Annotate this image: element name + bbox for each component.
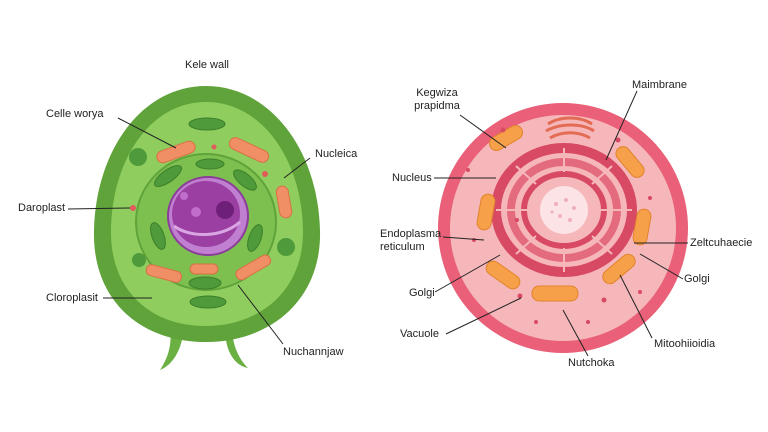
nucleolus: [216, 201, 234, 219]
chloroplast: [153, 165, 183, 187]
label-kegwiza: Kegwiza prapidma: [414, 87, 460, 112]
label-zelt: Zeltcuhaecie: [690, 237, 753, 249]
mitochondrion: [632, 208, 652, 246]
mitochondrion: [189, 263, 219, 275]
chloroplast: [189, 295, 227, 309]
animal-nucleus: [540, 186, 588, 234]
label-golgi-left: Golgi: [409, 287, 435, 299]
label-golgi-right: Golgi: [684, 273, 710, 285]
vesicle: [277, 238, 295, 256]
mitochondrion: [615, 146, 645, 178]
chromatin: [550, 198, 576, 222]
vesicle: [132, 253, 146, 267]
vesicles: [466, 127, 652, 324]
er-segments: [496, 148, 632, 272]
chloroplast: [188, 276, 222, 290]
label-animal-nucleus: Nucleus: [392, 172, 432, 184]
nucleus-fold: [173, 220, 241, 237]
vesicle: [129, 148, 147, 166]
plant-title: Kele wall: [184, 59, 230, 71]
label-vacuole: Vacuole: [400, 328, 439, 340]
plant-cell-stem-left: [160, 330, 182, 370]
nucleolus-small: [180, 192, 188, 200]
plant-cell: [93, 86, 321, 370]
chloroplast: [233, 169, 257, 191]
label-membrane: Maimbrane: [632, 79, 688, 91]
label-mitochondria: Mitoohiioidia: [654, 338, 716, 350]
nucleolus-small: [191, 207, 201, 217]
mitochondrion: [476, 193, 496, 231]
mitochondrion: [235, 254, 272, 281]
ribosome: [130, 205, 136, 211]
plant-mitochondria: [145, 137, 293, 283]
label-nutchoka: Nutchoka: [568, 357, 615, 369]
label-daroplast: Daroplast: [18, 202, 66, 214]
mitochondrion: [156, 140, 196, 164]
chloroplasts: [150, 117, 263, 309]
label-cloroplasit: Cloroplasit: [46, 292, 98, 304]
mitochondrion: [228, 137, 270, 163]
golgi-apparatus: [545, 116, 595, 140]
ribosome: [211, 144, 217, 150]
plant-leader-lines: [67, 117, 311, 345]
label-cell-wall: Celle worya: [46, 108, 104, 120]
animal-leader-lines: [434, 90, 688, 357]
label-er: Endoplasma reticulum: [380, 228, 442, 253]
ribosome: [262, 171, 268, 177]
chloroplast: [150, 222, 166, 250]
mitochondrion: [275, 185, 293, 219]
mitochondrion: [485, 260, 521, 290]
animal-cell: [438, 103, 688, 353]
animal-mitochondria: [476, 125, 652, 302]
chloroplast: [247, 224, 263, 252]
mitochondrion: [145, 264, 183, 283]
mitochondrion: [531, 285, 579, 302]
label-nuchannjaw: Nuchannjaw: [283, 346, 344, 358]
chloroplast: [195, 158, 225, 170]
mitochondrion: [602, 253, 636, 285]
chloroplast: [188, 117, 226, 131]
label-plant-nucleus: Nucleica: [315, 148, 358, 160]
